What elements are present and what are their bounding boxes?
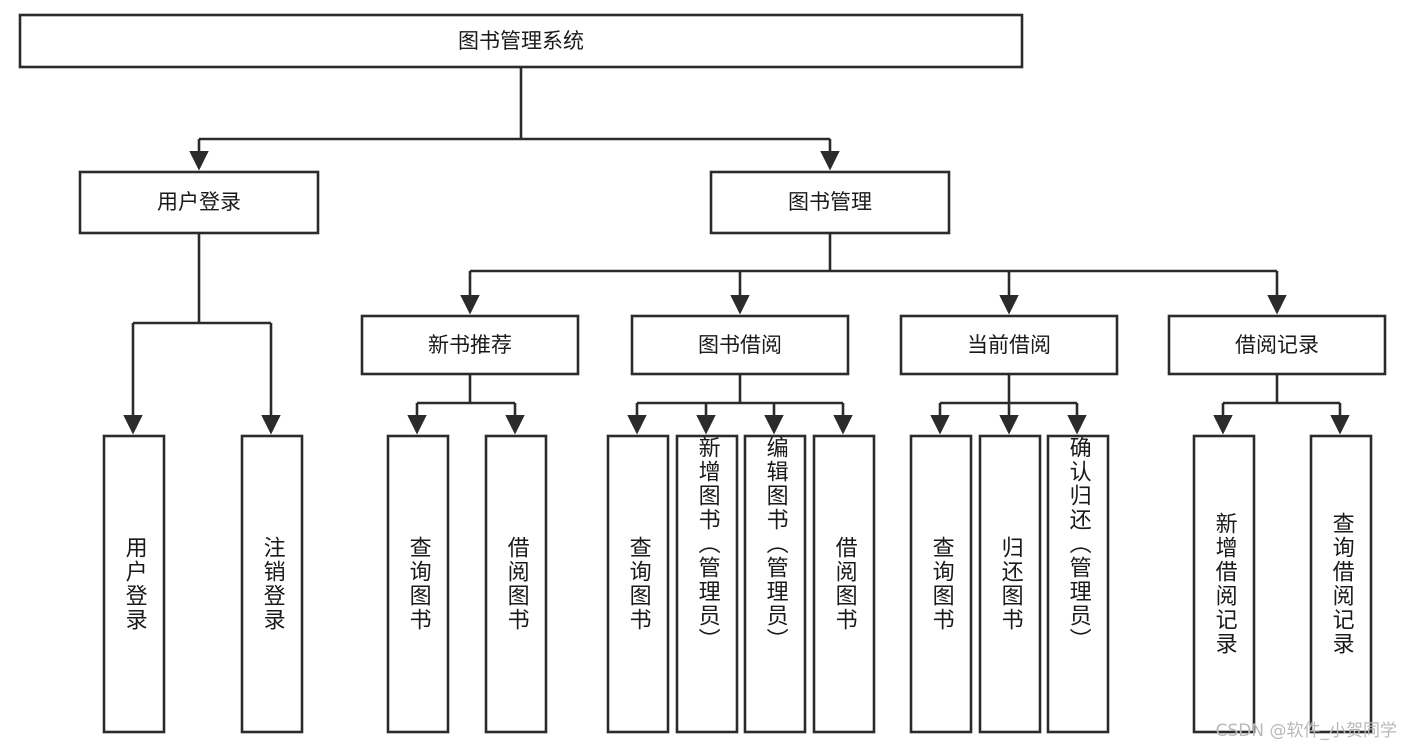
node-borrow-record-box[interactable] xyxy=(1167,314,1387,376)
node-book-borrow[interactable]: 图书借阅 xyxy=(630,314,850,376)
leaf-box-08[interactable] xyxy=(812,434,876,734)
leaf-box-02[interactable] xyxy=(240,434,304,734)
edges-userlogin-to-leaves xyxy=(123,233,281,435)
node-root[interactable]: 图书管理系统 xyxy=(18,13,1024,69)
node-book-mgmt-box[interactable] xyxy=(709,170,951,235)
node-book-mgmt[interactable]: 图书管理 xyxy=(709,170,951,235)
node-new-book-rec-box[interactable] xyxy=(360,314,580,376)
node-book-borrow-label: 图书借阅 xyxy=(698,333,782,357)
leaf-box-13[interactable] xyxy=(1309,434,1373,734)
leaf-box-09[interactable] xyxy=(909,434,973,734)
node-borrow-record[interactable]: 借阅记录 xyxy=(1167,314,1387,376)
node-current-borrow-label: 当前借阅 xyxy=(967,333,1051,357)
leaf-box-05[interactable] xyxy=(606,434,670,734)
edges-borrowrecord-to-leaves xyxy=(1213,374,1350,435)
leaf-box-06[interactable] xyxy=(675,434,739,734)
node-book-mgmt-label: 图书管理 xyxy=(788,190,872,214)
node-current-borrow-box[interactable] xyxy=(899,314,1119,376)
leaf-box-10[interactable] xyxy=(978,434,1042,734)
edges-newbookrec-to-leaves xyxy=(407,374,525,435)
csdn-watermark: CSDN @软件_小贺同学 xyxy=(1215,721,1397,741)
node-root-label: 图书管理系统 xyxy=(458,29,584,53)
node-user-login[interactable]: 用户登录 xyxy=(78,170,320,235)
leaf-box-07[interactable] xyxy=(743,434,807,734)
node-user-login-box[interactable] xyxy=(78,170,320,235)
node-new-book-rec-label: 新书推荐 xyxy=(428,333,512,357)
node-new-book-rec[interactable]: 新书推荐 xyxy=(360,314,580,376)
leaf-box-01[interactable] xyxy=(102,434,166,734)
edges-root-to-level1 xyxy=(189,67,840,171)
leaf-box-03[interactable] xyxy=(386,434,450,734)
leaf-box-04[interactable] xyxy=(484,434,548,734)
node-book-borrow-box[interactable] xyxy=(630,314,850,376)
edges-bookborrow-to-leaves xyxy=(627,374,853,435)
leaf-box-11[interactable] xyxy=(1046,434,1110,734)
edges-bookmgmt-to-level2 xyxy=(460,233,1287,315)
leaf-box-12[interactable] xyxy=(1192,434,1256,734)
node-current-borrow[interactable]: 当前借阅 xyxy=(899,314,1119,376)
node-user-login-label: 用户登录 xyxy=(157,190,241,214)
edges-currentborrow-to-leaves xyxy=(930,374,1087,435)
node-borrow-record-label: 借阅记录 xyxy=(1235,333,1319,357)
node-root-box[interactable] xyxy=(18,13,1024,69)
